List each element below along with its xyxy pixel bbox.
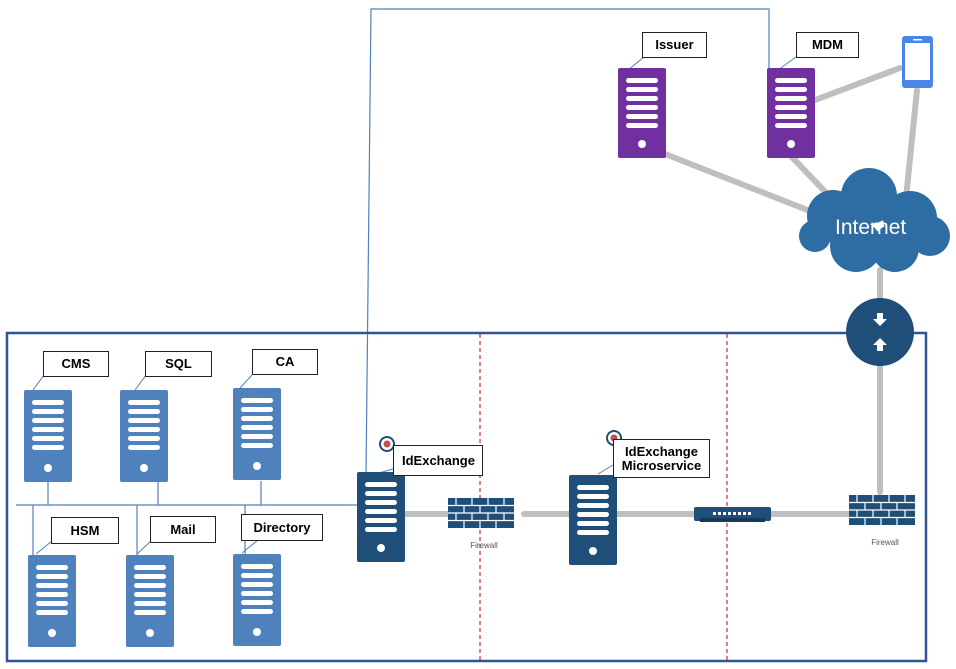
internal-network-zone: [5, 331, 928, 663]
directory-server-icon: [233, 554, 281, 646]
mdm-mobile-link: [812, 65, 903, 103]
smartphone-icon: [902, 36, 933, 88]
issuer-server-icon: [618, 68, 666, 158]
microservice-server-icon: [569, 475, 617, 565]
cms-server-icon: [24, 390, 72, 482]
microservice-label-line1: IdExchange: [625, 443, 698, 459]
directory-label: Directory: [241, 514, 323, 541]
sql-label: SQL: [145, 351, 212, 377]
internet-label: Internet: [835, 216, 907, 239]
issuer-internet-link: [657, 149, 823, 218]
microservice-label-line2: Microservice: [621, 457, 702, 473]
network-switch-icon: [694, 507, 771, 522]
hsm-label: HSM: [51, 517, 119, 544]
sql-server-icon: [120, 390, 168, 482]
idexchange-server-icon: [357, 472, 405, 562]
ca-label: CA: [252, 349, 318, 375]
idexchange-badge-icon: [379, 436, 395, 452]
mdm-server-icon: [767, 68, 815, 158]
inner-firewall-icon: [447, 497, 515, 529]
issuer-label: Issuer: [642, 32, 707, 58]
microservice-label: IdExchange Microservice: [613, 439, 710, 478]
ca-server-icon: [233, 388, 281, 480]
idexchange-mdm-link: [365, 8, 770, 476]
mdm-label: MDM: [796, 32, 859, 58]
outer-firewall-icon: [848, 494, 916, 526]
inner-firewall-caption: Firewall: [470, 541, 498, 550]
outer-firewall-caption: Firewall: [871, 538, 899, 547]
hsm-server-icon: [28, 555, 76, 647]
cms-label: CMS: [43, 351, 109, 377]
cloud-icon: [799, 168, 950, 272]
mobile-internet-link: [903, 87, 920, 201]
mail-server-icon: [126, 555, 174, 647]
up-down-router-icon: [846, 298, 914, 366]
mail-label: Mail: [150, 516, 216, 543]
idexchange-label: IdExchange: [393, 445, 483, 476]
